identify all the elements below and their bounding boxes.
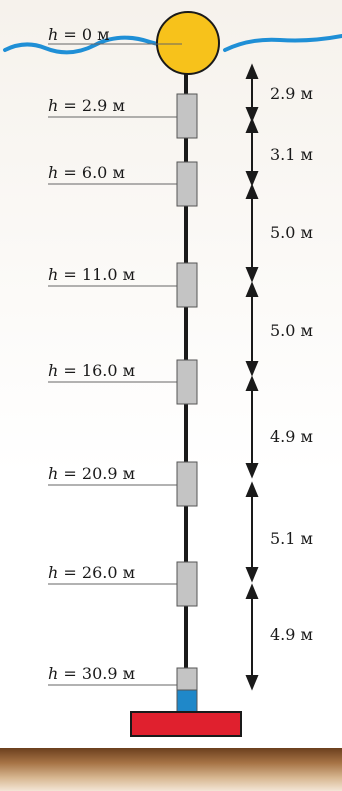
- sensor-2-9m: [176, 93, 198, 139]
- anchor-weight: [130, 711, 242, 737]
- interval-label: 4.9 м: [270, 427, 313, 446]
- depth-label: h = 16.0 м: [48, 361, 136, 380]
- depth-label: h = 2.9 м: [48, 96, 125, 115]
- interval-label: 5.0 м: [270, 321, 313, 340]
- interval-arrow: [245, 481, 259, 583]
- depth-label: h = 11.0 м: [48, 265, 136, 284]
- depth-label: h = 30.9 м: [48, 664, 136, 683]
- depth-label: h = 0 м: [48, 25, 110, 44]
- seabed: [0, 748, 342, 791]
- sensor-6-0m: [176, 161, 198, 207]
- bottom-sensor: [176, 689, 198, 713]
- interval-arrow: [245, 583, 259, 691]
- sensor-16-0m: [176, 359, 198, 405]
- sensor-26-0m: [176, 561, 198, 607]
- sensor-30-9m: [176, 667, 198, 691]
- depth-label: h = 20.9 м: [48, 464, 136, 483]
- interval-label: 5.0 м: [270, 223, 313, 242]
- interval-arrow: [245, 117, 259, 187]
- interval-arrow: [245, 183, 259, 283]
- sensor-11-0m: [176, 262, 198, 308]
- surface-buoy: [156, 11, 220, 75]
- depth-label: h = 26.0 м: [48, 563, 136, 582]
- interval-label: 5.1 м: [270, 529, 313, 548]
- interval-label: 3.1 м: [270, 145, 313, 164]
- interval-label: 2.9 м: [270, 84, 313, 103]
- interval-arrow: [245, 63, 259, 123]
- depth-label: h = 6.0 м: [48, 163, 125, 182]
- interval-arrow: [245, 281, 259, 377]
- interval-arrow: [245, 375, 259, 479]
- water-surface-wave-right: [223, 34, 342, 52]
- interval-label: 4.9 м: [270, 625, 313, 644]
- sensor-20-9m: [176, 461, 198, 507]
